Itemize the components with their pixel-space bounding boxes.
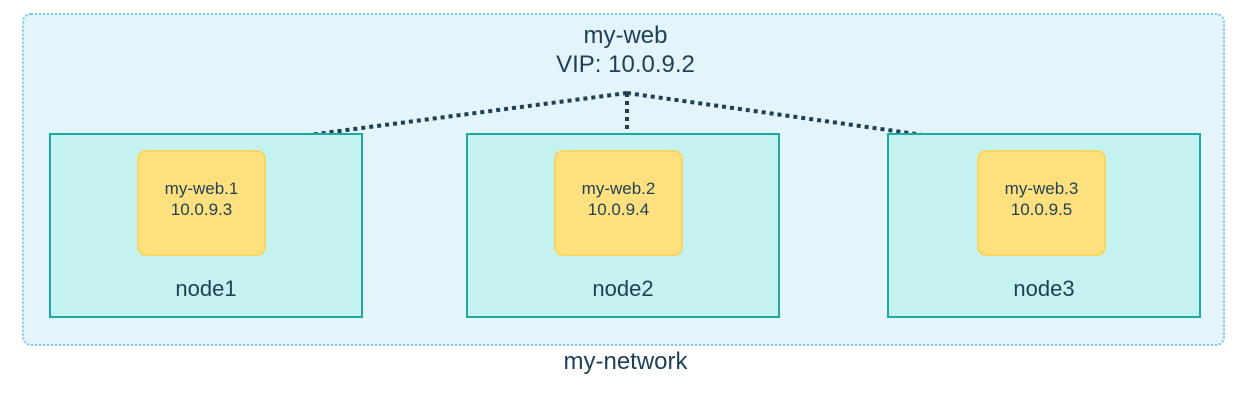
- task-my-web-1: my-web.1 10.0.9.3: [137, 150, 266, 256]
- task-my-web-3: my-web.3 10.0.9.5: [977, 150, 1106, 256]
- task-ip: 10.0.9.5: [1010, 200, 1073, 219]
- node-label: node1: [175, 276, 237, 301]
- service-vip: VIP: 10.0.9.2: [556, 51, 695, 78]
- node-label: node3: [1013, 276, 1075, 301]
- node-1: my-web.1 10.0.9.3 node1: [49, 133, 363, 318]
- service-name: my-web: [583, 22, 668, 49]
- task-my-web-2: my-web.2 10.0.9.4: [554, 150, 683, 256]
- node-label: node2: [592, 276, 654, 301]
- task-name: my-web.2: [581, 179, 656, 198]
- task-ip: 10.0.9.3: [170, 200, 233, 219]
- network-label: my-network: [563, 348, 688, 375]
- task-name: my-web.3: [1004, 179, 1079, 198]
- task-ip: 10.0.9.4: [587, 200, 650, 219]
- task-name: my-web.1: [164, 179, 239, 198]
- node-3: my-web.3 10.0.9.5 node3: [887, 133, 1201, 318]
- node-2: my-web.2 10.0.9.4 node2: [466, 133, 780, 318]
